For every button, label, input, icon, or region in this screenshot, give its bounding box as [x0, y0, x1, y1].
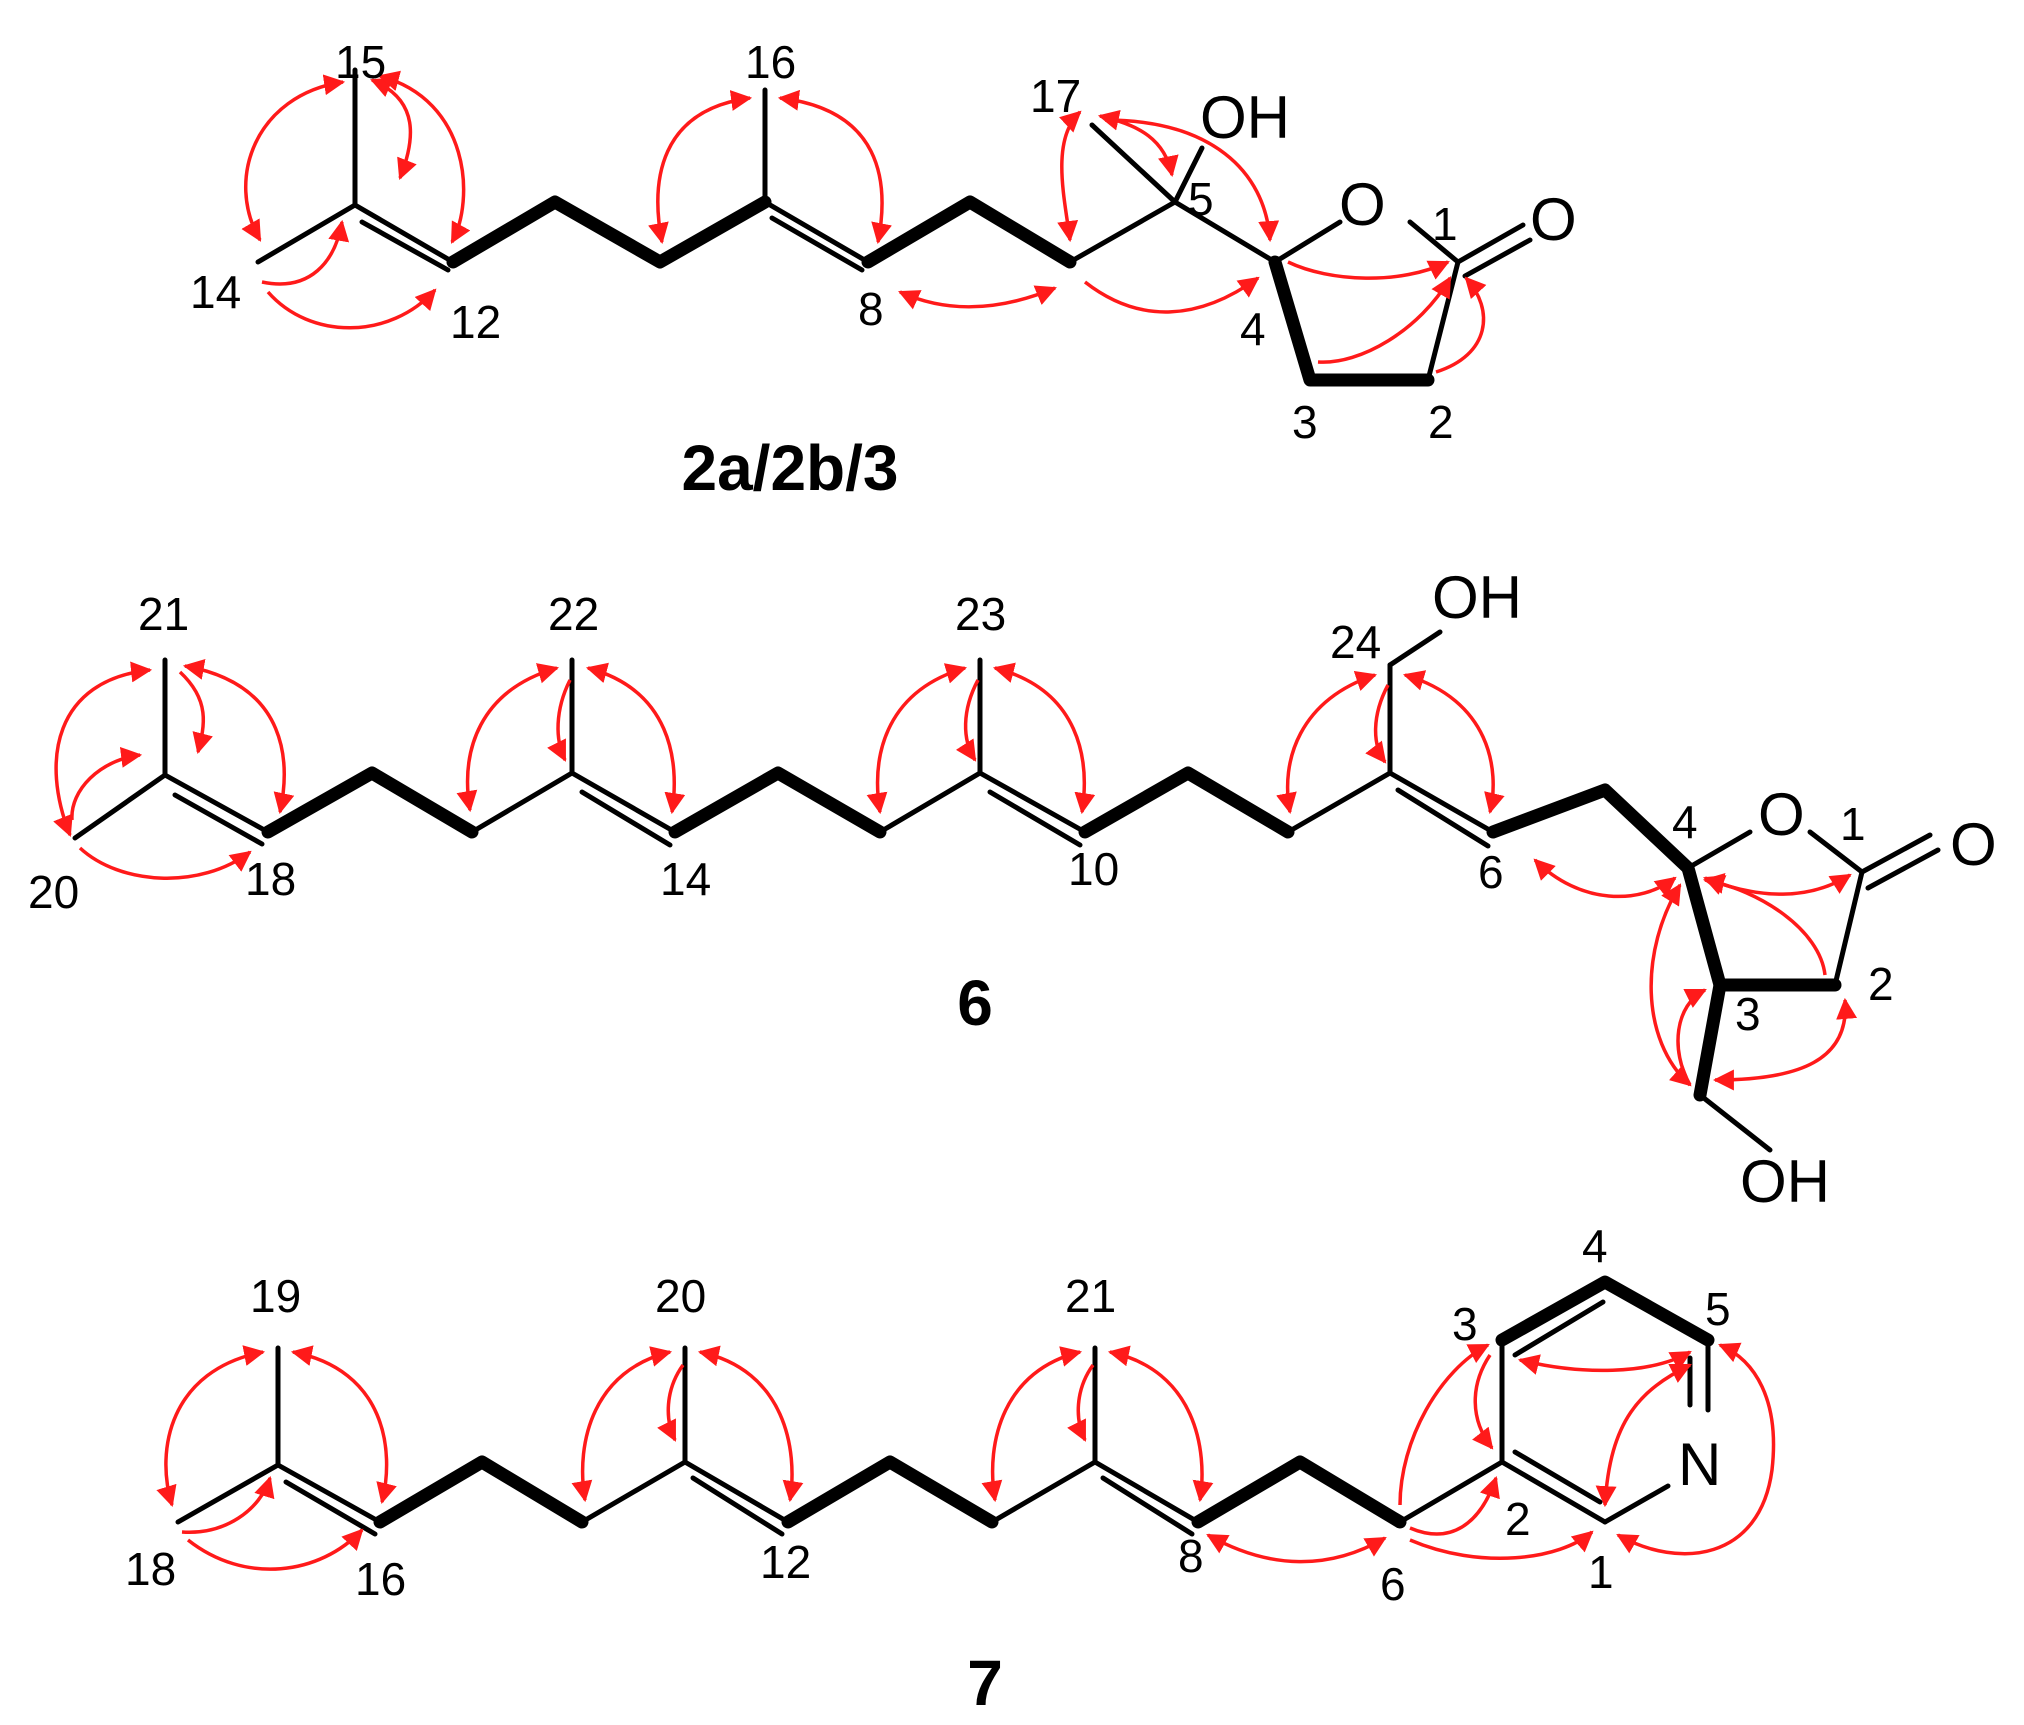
hydroxyl-label: OH: [1200, 84, 1290, 151]
c20-number: 20: [655, 1270, 706, 1322]
c14-number: 14: [190, 266, 241, 318]
compound-label: 7: [967, 1647, 1003, 1719]
c12-number: 12: [450, 296, 501, 348]
compound-label: 6: [957, 967, 993, 1039]
c1-number: 1: [1588, 1546, 1614, 1598]
ring-oxygen-label: O: [1339, 171, 1386, 238]
compound-label: 2a/2b/3: [681, 432, 898, 504]
c17-number: 17: [1030, 70, 1081, 122]
c10-number: 10: [1068, 843, 1119, 895]
c5-number: 5: [1705, 1283, 1731, 1335]
carbonyl-oxygen-label: O: [1950, 811, 1997, 878]
c2-number: 2: [1428, 396, 1454, 448]
ring-oxygen-label: O: [1758, 781, 1805, 848]
structure-6: OH OH O O 1 2 3 4 6 10 14 18 20 21 22 23…: [28, 564, 1997, 1215]
c2-number: 2: [1505, 1493, 1531, 1545]
correlation-arrows: [53, 659, 1858, 1091]
c1-number: 1: [1840, 798, 1866, 850]
c21-number: 21: [1065, 1270, 1116, 1322]
c6-number: 6: [1380, 1558, 1406, 1610]
bond-skeleton: [72, 629, 1941, 1153]
bottom-hydroxyl-label: OH: [1740, 1148, 1830, 1215]
c3-number: 3: [1292, 396, 1318, 448]
c5-number: 5: [1188, 173, 1214, 225]
atom-labels: OH O O: [1200, 84, 1577, 253]
c15-number: 15: [335, 36, 386, 88]
top-hydroxyl-label: OH: [1432, 564, 1522, 631]
c20-number: 20: [28, 866, 79, 918]
c14-number: 14: [660, 853, 711, 905]
c4-number: 4: [1240, 303, 1266, 355]
carbon-number-labels: 1 2 3 4 5 6 8 12 16 18 19 20 21: [125, 1220, 1731, 1610]
c2-number: 2: [1868, 958, 1894, 1010]
atom-labels: N: [1678, 1431, 1721, 1498]
c8-number: 8: [1178, 1530, 1204, 1582]
c1-number: 1: [1432, 198, 1458, 250]
correlation-arrows: [156, 1342, 1776, 1571]
c6-number: 6: [1478, 846, 1504, 898]
c23-number: 23: [955, 588, 1006, 640]
c21-number: 21: [138, 588, 189, 640]
structure-2a-2b-3: OH O O 1 2 3 4 5 8 12 14 15 16 17 2a/2b/…: [190, 36, 1577, 504]
bond-skeleton: [175, 1275, 1715, 1537]
c24-number: 24: [1330, 616, 1381, 668]
pyridine-nitrogen-label: N: [1678, 1431, 1721, 1498]
carbon-number-labels: 1 2 3 4 5 8 12 14 15 16 17: [190, 36, 1458, 448]
c12-number: 12: [760, 1536, 811, 1588]
c3-number: 3: [1452, 1298, 1478, 1350]
c3-number: 3: [1735, 988, 1761, 1040]
atom-labels: OH OH O O: [1432, 564, 1997, 1215]
structure-7: N 1 2 3 4 5 6 8 12 16 18 19 20 21 7: [125, 1220, 1776, 1719]
c18-number: 18: [125, 1543, 176, 1595]
carbonyl-oxygen-label: O: [1530, 186, 1577, 253]
c4-number: 4: [1672, 796, 1698, 848]
correlation-arrows: [241, 70, 1487, 374]
c22-number: 22: [548, 588, 599, 640]
c16-number: 16: [355, 1553, 406, 1605]
c16-number: 16: [745, 36, 796, 88]
c18-number: 18: [245, 853, 296, 905]
c19-number: 19: [250, 1270, 301, 1322]
c8-number: 8: [858, 283, 884, 335]
c4-number: 4: [1582, 1220, 1608, 1272]
carbon-number-labels: 1 2 3 4 6 10 14 18 20 21 22 23 24: [28, 588, 1894, 1040]
